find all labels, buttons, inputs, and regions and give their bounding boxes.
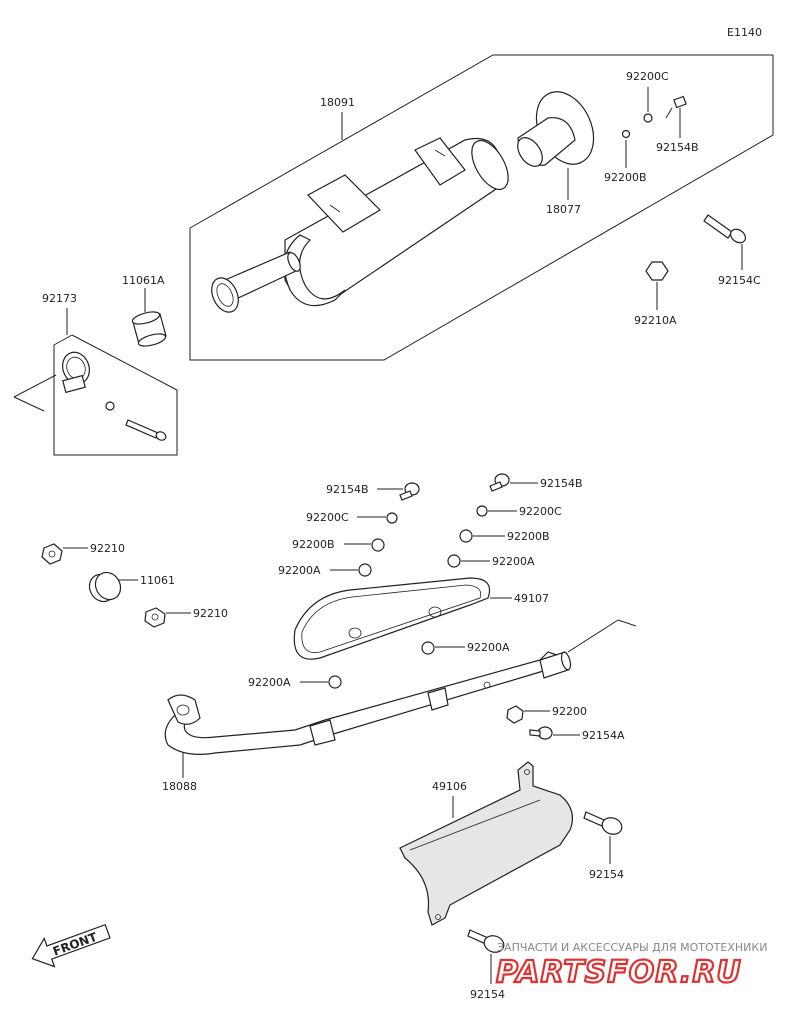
heat-cover-49107 bbox=[293, 577, 491, 660]
label-92154b-mid-left: 92154B bbox=[326, 483, 369, 496]
label-18077: 18077 bbox=[546, 203, 581, 216]
label-92200: 92200 bbox=[552, 705, 587, 718]
muffler-18091 bbox=[211, 137, 509, 313]
front-label: FRONT bbox=[51, 930, 100, 959]
clamp-washer bbox=[105, 401, 115, 411]
label-92200b-top: 92200B bbox=[604, 171, 647, 184]
label-92200a-mid-left: 92200A bbox=[278, 564, 321, 577]
bolt-92154b-top bbox=[665, 95, 687, 119]
bolt-92154a bbox=[529, 726, 553, 740]
washer-92200a-mid-left bbox=[358, 563, 372, 577]
label-92210a: 92210A bbox=[634, 314, 677, 327]
watermark-brand: PARTSFOR.RU bbox=[496, 955, 742, 990]
label-92200b-mid-right: 92200B bbox=[507, 530, 550, 543]
label-92200c-mid-left: 92200C bbox=[306, 511, 349, 524]
muffler-assembly-outline bbox=[189, 54, 774, 361]
gasket-11061a bbox=[131, 311, 167, 347]
nut-92210a bbox=[645, 261, 669, 281]
label-92210-2: 92210 bbox=[193, 607, 228, 620]
label-49107: 49107 bbox=[514, 592, 549, 605]
label-92154-right: 92154 bbox=[589, 868, 624, 881]
exhaust-pipe-18088 bbox=[164, 651, 572, 755]
nut-92210-1 bbox=[41, 543, 63, 565]
label-92200c-top: 92200C bbox=[626, 70, 669, 83]
clamp-92173 bbox=[62, 351, 90, 394]
label-92200b-mid-left: 92200B bbox=[292, 538, 335, 551]
clamp-kit-outline bbox=[13, 334, 178, 456]
label-92200a-mid-right: 92200A bbox=[492, 555, 535, 568]
clamp-bolt bbox=[125, 419, 167, 441]
label-92154b-top: 92154B bbox=[656, 141, 699, 154]
label-92154a: 92154A bbox=[582, 729, 625, 742]
washer-92200a-mid-right bbox=[447, 554, 461, 568]
label-92210-1: 92210 bbox=[90, 542, 125, 555]
washer-92200a-low-left bbox=[328, 675, 342, 689]
diagram-code: E1140 bbox=[727, 26, 762, 39]
bolt-92154-right bbox=[583, 811, 623, 835]
label-92154b-mid-right: 92154B bbox=[540, 477, 583, 490]
tailpipe-18077 bbox=[517, 91, 595, 167]
washer-92200a-low-right bbox=[421, 641, 435, 655]
nut-92210-2 bbox=[144, 607, 166, 628]
washer-92200c-top bbox=[643, 113, 653, 123]
watermark-tagline: ЗАПЧАСТИ И АКСЕССУАРЫ ДЛЯ МОТОТЕХНИКИ bbox=[497, 941, 767, 954]
front-arrow-icon: FRONT bbox=[31, 923, 111, 968]
label-92154-bottom: 92154 bbox=[470, 988, 505, 1001]
label-92154c: 92154C bbox=[718, 274, 761, 287]
heat-shield-49106 bbox=[399, 761, 573, 926]
washer-92200c-mid-left bbox=[386, 512, 398, 524]
pipe-assembly-pointer bbox=[567, 619, 637, 653]
label-49106: 49106 bbox=[432, 780, 467, 793]
label-18091: 18091 bbox=[320, 96, 355, 109]
label-18088: 18088 bbox=[162, 780, 197, 793]
washer-92200b-top bbox=[621, 129, 631, 139]
gasket-11061 bbox=[88, 571, 122, 603]
label-92200c-mid-right: 92200C bbox=[519, 505, 562, 518]
bolt-92154b-mid-right bbox=[489, 473, 510, 492]
bolt-92154-bottom bbox=[467, 929, 505, 953]
label-92200a-low-left: 92200A bbox=[248, 676, 291, 689]
bolt-92154b-mid-left bbox=[399, 482, 420, 501]
washer-92200b-mid-right bbox=[459, 529, 473, 543]
washer-92200c-mid-right bbox=[476, 505, 488, 517]
label-92173: 92173 bbox=[42, 292, 77, 305]
bolt-92154c bbox=[703, 214, 747, 244]
label-11061a: 11061A bbox=[122, 274, 165, 287]
label-11061: 11061 bbox=[140, 574, 175, 587]
washer-92200b-mid-left bbox=[371, 538, 385, 552]
label-92200a-low-right: 92200A bbox=[467, 641, 510, 654]
nut-92200 bbox=[506, 705, 524, 724]
